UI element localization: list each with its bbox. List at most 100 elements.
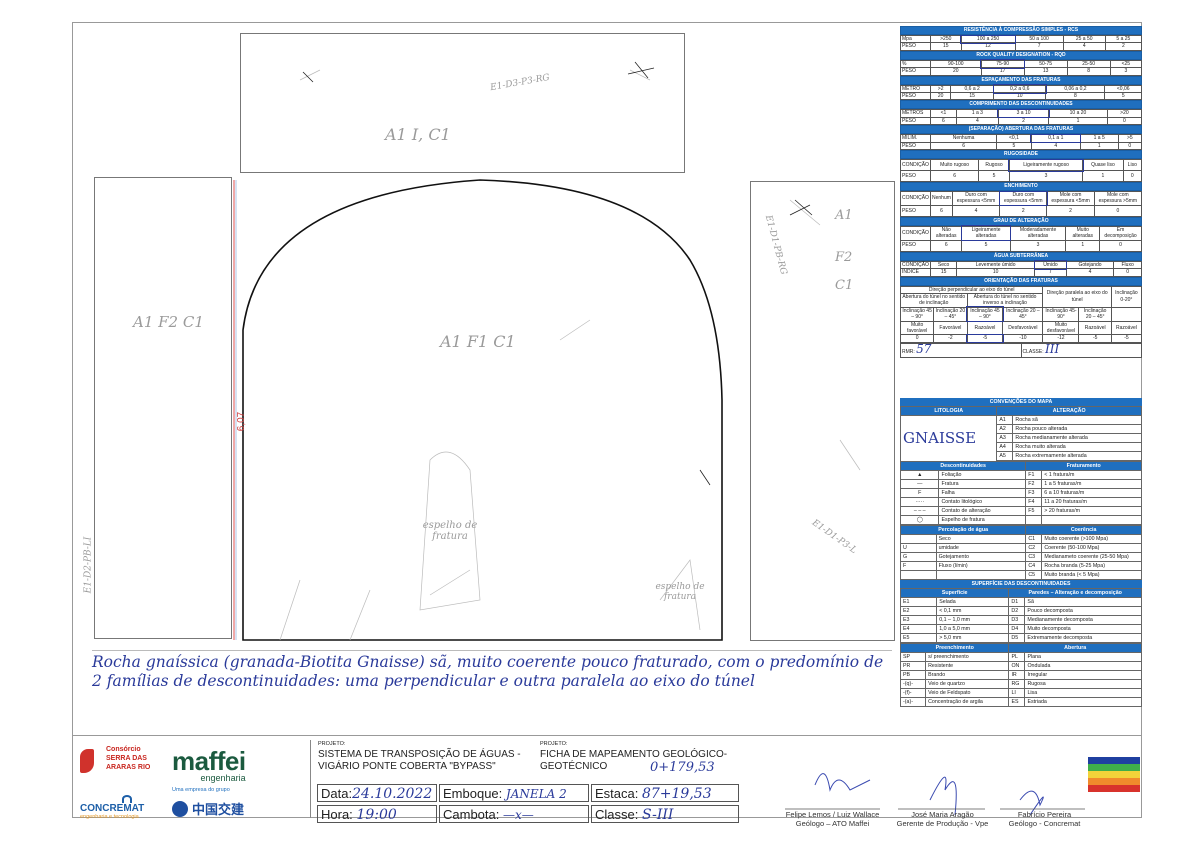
cell: PESO <box>900 204 931 217</box>
estaca-value: 87+19,53 <box>641 786 712 802</box>
cell: PESO <box>900 67 931 76</box>
rmr-label: RMR: <box>902 348 915 355</box>
projeto-name: SISTEMA DE TRANSPOSIÇÃO DE ÁGUAS - VIGÁR… <box>318 749 521 772</box>
scale-band-1 <box>1088 757 1140 764</box>
crown-label: A1 I, C1 <box>385 125 451 144</box>
cambota-value: —x— <box>503 808 534 822</box>
slickenside-icon: ◯ <box>899 515 940 525</box>
cell: >5 <box>1117 134 1143 143</box>
cell: -10 <box>1002 334 1044 343</box>
cell: Inclinação 0-20° <box>1110 285 1143 308</box>
cell: 20 <box>929 92 952 101</box>
cell: Nenhuma <box>929 134 998 143</box>
sheet-frame <box>72 22 1142 818</box>
estaca-label: Estaca: <box>595 786 639 801</box>
left-wall-label: A1 F2 C1 <box>133 313 204 331</box>
right-wall-panel <box>750 181 895 641</box>
classe-label-footer: Classe: <box>595 807 639 822</box>
logo-concremat: CONCREMAT engenharia e tecnologia <box>80 795 160 820</box>
cell: 3 <box>1109 67 1143 76</box>
emboque-value: JANELA 2 <box>505 787 567 801</box>
espelho-label-1: espelho de fratura <box>422 520 478 542</box>
lito-value: GNAISSE <box>903 429 977 448</box>
cell: 4 <box>1030 141 1081 151</box>
cambota-field: Cambota: —x— <box>439 805 589 823</box>
cell: Muito branda (< 5 Mpa) <box>1041 570 1142 580</box>
cell: 6 <box>929 170 980 183</box>
cell: 2 <box>997 116 1050 126</box>
resistencia-title: RESISTÊNCIA À COMPRESSÃO SIMPLES - RCS <box>900 26 1142 35</box>
rmr-result: RMR: 57 CLASSE: III <box>900 343 1142 358</box>
cell: 0 <box>1113 268 1142 277</box>
alteracao-title: GRAU DE ALTERAÇÃO <box>900 216 1142 226</box>
rmr-value: 57 <box>916 341 932 356</box>
left-wall-panel <box>94 177 232 639</box>
classe-value: III <box>1045 341 1060 356</box>
data-label: Data: <box>321 786 353 801</box>
hora-value: 19:00 <box>356 807 397 823</box>
cell: Estriada <box>1024 697 1142 707</box>
cell: 3 <box>1009 239 1067 252</box>
cell: 10 <box>956 268 1036 277</box>
conv-title: CONVENÇÕES DO MAPA <box>900 398 1142 406</box>
scale-band-5 <box>1088 785 1140 792</box>
logo-cccc-text: 中国交建 <box>192 802 245 817</box>
sig3-role: Geólogo - Concremat <box>1008 819 1081 828</box>
logo-cccc: 中国交建 <box>172 799 244 818</box>
cell: PESO <box>900 116 931 126</box>
cell: C5 <box>1025 570 1043 580</box>
cell: 8 <box>1045 92 1106 101</box>
cell: E5 <box>899 633 938 643</box>
cell: 4 <box>1065 268 1115 277</box>
sig2-role: Gerente de Produção - Vpe <box>896 819 989 828</box>
concremat-icon <box>122 795 132 803</box>
logo-concremat-sub: engenharia e tecnologia <box>80 814 139 820</box>
cell: >20 <box>1106 109 1143 118</box>
cell: Extremamente decomposta <box>1024 633 1142 643</box>
cell: 3 <box>1008 170 1084 183</box>
hora-label: Hora: <box>321 807 353 822</box>
cell: 15 <box>929 268 958 277</box>
emboque-label: Emboque: <box>443 786 503 801</box>
cell: PESO <box>900 42 931 51</box>
espelho-label-2: espelho de fratura <box>655 582 705 602</box>
cell: PESO <box>900 170 931 183</box>
cell: 5 <box>1104 92 1142 101</box>
rqd-title: ROCK QUALITY DESIGNATION - RQD <box>900 50 1142 60</box>
rmr-table: RESISTÊNCIA À COMPRESSÃO SIMPLES - RCS M… <box>899 26 1143 358</box>
cell: <25 <box>1109 59 1143 69</box>
cell: 2 <box>1046 204 1095 217</box>
espacamento-title: ESPAÇAMENTO DAS FRATURAS <box>900 75 1142 85</box>
cell: Concentração de argila <box>925 697 1010 707</box>
cell: 0 <box>1099 239 1142 252</box>
data-field: Data:24.10.2022 <box>317 784 437 802</box>
cell: Gotejando <box>1065 260 1115 270</box>
macaw-icon <box>80 749 94 773</box>
cell: -5 <box>1110 334 1143 343</box>
cell: D5 <box>1008 633 1026 643</box>
projeto-label: PROJETO: <box>318 741 346 747</box>
orientacao-title: ORIENTAÇÃO DAS FRATURAS <box>900 276 1142 286</box>
logo-concremat-text: CONCREMAT <box>80 803 145 814</box>
cell: 2 <box>1104 42 1143 51</box>
cell: 0 <box>1122 170 1143 183</box>
rugosidade-title: RUGOSIDADE <box>900 150 1142 160</box>
agua-title: ÁGUA SUBTERRÂNEA <box>900 251 1142 261</box>
right-label-c: C1 <box>835 278 854 293</box>
cell: > 5,0 mm <box>936 633 1010 643</box>
